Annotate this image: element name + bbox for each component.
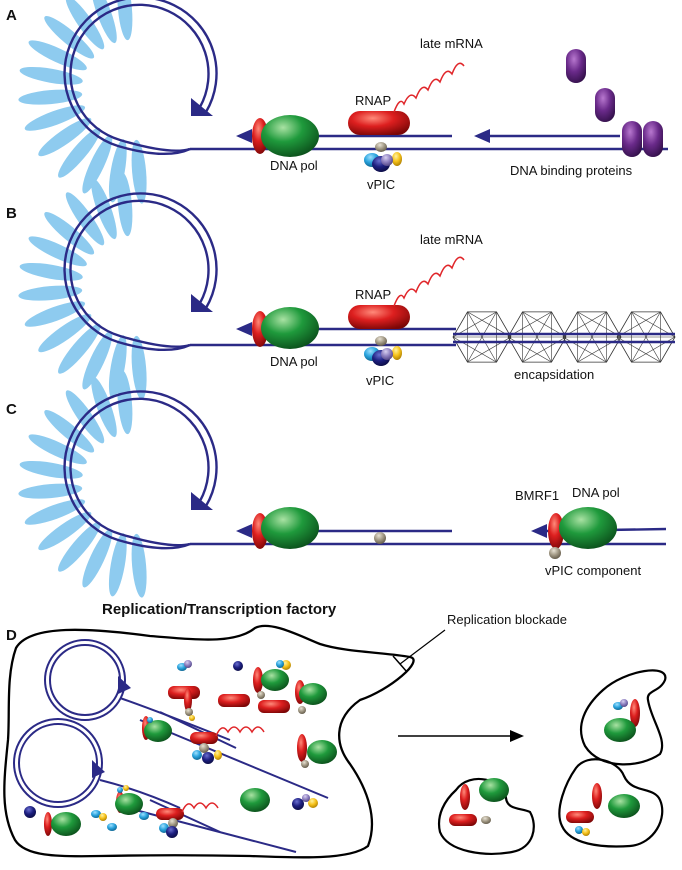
label-replication-blockade: Replication blockade xyxy=(447,612,567,627)
ribbon-segment xyxy=(117,370,133,435)
ribbon-segment xyxy=(91,376,117,438)
label-bmrf1: BMRF1 xyxy=(515,488,559,503)
ribbon-segment xyxy=(58,127,101,178)
dna-pol xyxy=(559,507,617,549)
circular-dna xyxy=(63,0,218,156)
label-dna-binding-proteins: DNA binding proteins xyxy=(510,163,633,178)
ribbon-segment xyxy=(91,0,117,44)
ribbon-segment xyxy=(24,105,86,131)
ribbon-segment xyxy=(44,410,95,453)
ribbon-segment xyxy=(58,521,101,572)
panel-d: Replication/Transcription factory Replic… xyxy=(3,601,667,859)
late-mrna-transcript xyxy=(393,62,465,113)
ribbon-segment xyxy=(38,511,92,551)
ribbon-segment xyxy=(117,0,133,41)
dna-binding-proteins xyxy=(566,49,663,157)
encapsidation-capsids xyxy=(452,311,676,363)
factory-proteins xyxy=(24,660,337,838)
bmrf1-processivity-factor xyxy=(548,513,564,549)
ribbon-segment xyxy=(108,335,127,399)
rnap xyxy=(348,305,410,329)
label-rnap: RNAP xyxy=(355,93,391,108)
circular-dna xyxy=(44,639,231,741)
label-dna-pol: DNA pol xyxy=(572,485,620,500)
label-vpic-component: vPIC component xyxy=(545,563,641,578)
dna-replication-ribbon xyxy=(18,172,147,400)
label-dna-pol: DNA pol xyxy=(270,354,318,369)
panel-label-b: B xyxy=(6,205,17,222)
ribbon-segment xyxy=(82,135,113,194)
capsid xyxy=(507,311,567,363)
dna-replication-ribbon xyxy=(18,0,147,204)
ribbon-segment xyxy=(38,313,92,353)
label-late-mrna: late mRNA xyxy=(420,232,483,247)
vpic-complex xyxy=(364,336,402,366)
ribbon-segment xyxy=(38,117,92,157)
dna-pol xyxy=(261,307,319,349)
arrow xyxy=(398,730,524,742)
ribbon-segment xyxy=(117,172,133,237)
ribbon-segment xyxy=(24,301,86,327)
ribbon-segment xyxy=(44,16,95,59)
ribbon-segment xyxy=(82,529,113,588)
label-encapsidation: encapsidation xyxy=(514,367,594,382)
ribbon-segment xyxy=(19,66,83,85)
circular-dna xyxy=(13,718,181,809)
circular-dna xyxy=(63,192,218,352)
ribbon-segment xyxy=(44,212,95,255)
dna-pol xyxy=(261,115,319,157)
panel-label-d: D xyxy=(6,627,17,644)
panel-a: late mRNA RNAP DNA pol vPIC DNA binding … xyxy=(18,0,668,204)
panel-label-a: A xyxy=(6,7,17,24)
vpic-component xyxy=(374,532,386,544)
ribbon-segment xyxy=(24,499,86,525)
ribbon-segment xyxy=(131,139,147,204)
ribbon-segment xyxy=(108,139,127,203)
blocked-factory-left xyxy=(437,778,535,855)
dna-replication-ribbon xyxy=(18,370,147,598)
ribbon-segment xyxy=(58,323,101,374)
rnap xyxy=(348,111,410,135)
circular-dna xyxy=(63,390,218,550)
vpic-component xyxy=(549,547,561,559)
ribbon-segment xyxy=(19,460,83,479)
label-late-mrna: late mRNA xyxy=(420,36,483,51)
dna-pol xyxy=(261,507,319,549)
panel-label-c: C xyxy=(6,401,17,418)
ribbon-segment xyxy=(91,178,117,240)
capsid xyxy=(616,311,676,363)
ribbon-segment xyxy=(131,533,147,598)
ribbon-segment xyxy=(19,262,83,281)
capsid xyxy=(452,311,512,363)
ribbon-segment xyxy=(82,331,113,390)
panel-b: late mRNA RNAP DNA pol vPIC encapsidatio… xyxy=(18,172,676,400)
ribbon-segment xyxy=(131,335,147,400)
panel-c: BMRF1 DNA pol vPIC component xyxy=(18,370,667,598)
label-dna-pol: DNA pol xyxy=(270,158,318,173)
linear-dna xyxy=(190,322,456,347)
label-rnap: RNAP xyxy=(355,287,391,302)
blocked-factory-top xyxy=(580,669,667,766)
factory-outline xyxy=(3,624,415,859)
late-mrna-transcript xyxy=(393,256,465,307)
replication-blockade-inhibitor xyxy=(392,629,446,673)
label-vpic: vPIC xyxy=(366,373,394,388)
vpic-complex xyxy=(364,142,402,172)
ribbon-segment xyxy=(108,533,127,597)
blocked-factory-right xyxy=(558,758,664,848)
capsid xyxy=(562,311,622,363)
factory-title: Replication/Transcription factory xyxy=(102,601,337,618)
label-vpic: vPIC xyxy=(367,177,395,192)
